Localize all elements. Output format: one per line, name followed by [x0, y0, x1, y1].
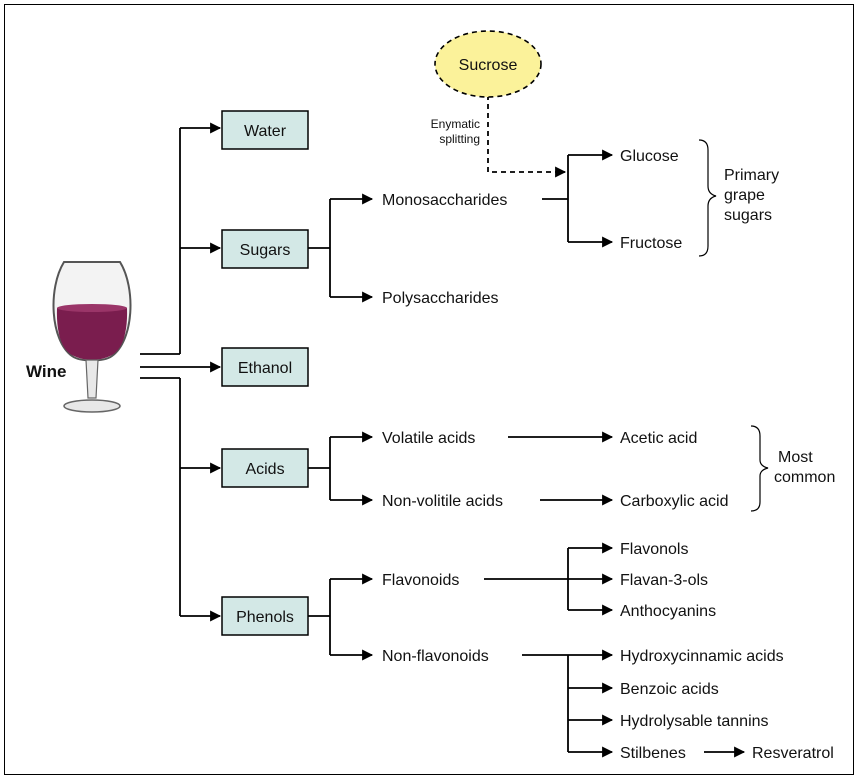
- category-phenols: Phenols: [221, 596, 309, 636]
- most-common-brace: [750, 425, 769, 512]
- phenols-label: Phenols: [236, 609, 294, 626]
- nonvolatile-acids-label: Non-volitile acids: [382, 493, 503, 510]
- sucrose-label: Sucrose: [459, 57, 518, 74]
- hydroxycinnamic-acids-label: Hydroxycinnamic acids: [620, 648, 784, 665]
- wine-trunk-lines: [140, 122, 222, 622]
- fructose-label: Fructose: [620, 235, 682, 252]
- ethanol-label: Ethanol: [238, 360, 292, 377]
- monosaccharides-label: Monosaccharides: [382, 192, 507, 209]
- acetic-acid-label: Acetic acid: [620, 430, 697, 447]
- flavonoids-label: Flavonoids: [382, 572, 459, 589]
- primary-note-line1: Primary: [724, 167, 779, 184]
- sugars-label: Sugars: [240, 242, 291, 259]
- category-water: Water: [221, 110, 309, 150]
- glucose-label: Glucose: [620, 148, 679, 165]
- primary-note-line3: sugars: [724, 207, 772, 224]
- hydrolysable-tannins-label: Hydrolysable tannins: [620, 713, 769, 730]
- water-label: Water: [244, 123, 287, 140]
- splitting-label: splitting: [439, 132, 480, 146]
- category-sugars: Sugars: [221, 229, 309, 269]
- primary-sugars-brace: [698, 139, 717, 257]
- most-common-line2: common: [774, 469, 835, 486]
- resveratrol-label: Resveratrol: [752, 745, 834, 762]
- volatile-acids-label: Volatile acids: [382, 430, 475, 447]
- benzoic-acids-label: Benzoic acids: [620, 681, 719, 698]
- polysaccharides-label: Polysaccharides: [382, 290, 499, 307]
- category-ethanol: Ethanol: [221, 347, 309, 387]
- flavonols-label: Flavonols: [620, 541, 688, 558]
- acids-label: Acids: [245, 461, 284, 478]
- primary-note-line2: grape: [724, 187, 765, 204]
- stilbenes-label: Stilbenes: [620, 745, 686, 762]
- sugars-branch-lines: [308, 95, 614, 303]
- phenols-branch-lines: [308, 542, 746, 758]
- wine-label: Wine: [26, 362, 66, 381]
- acids-branch-lines: [308, 431, 614, 506]
- category-acids: Acids: [221, 448, 309, 488]
- enzymatic-label: Enymatic: [431, 117, 480, 131]
- diagram-frame: [4, 4, 854, 775]
- sucrose-node: Sucrose: [434, 30, 542, 98]
- carboxylic-acid-label: Carboxylic acid: [620, 493, 728, 510]
- wine-glass-icon: [52, 261, 132, 413]
- anthocyanins-label: Anthocyanins: [620, 603, 716, 620]
- nonflavonoids-label: Non-flavonoids: [382, 648, 489, 665]
- most-common-line1: Most: [778, 449, 813, 466]
- flavan-3-ols-label: Flavan-3-ols: [620, 572, 708, 589]
